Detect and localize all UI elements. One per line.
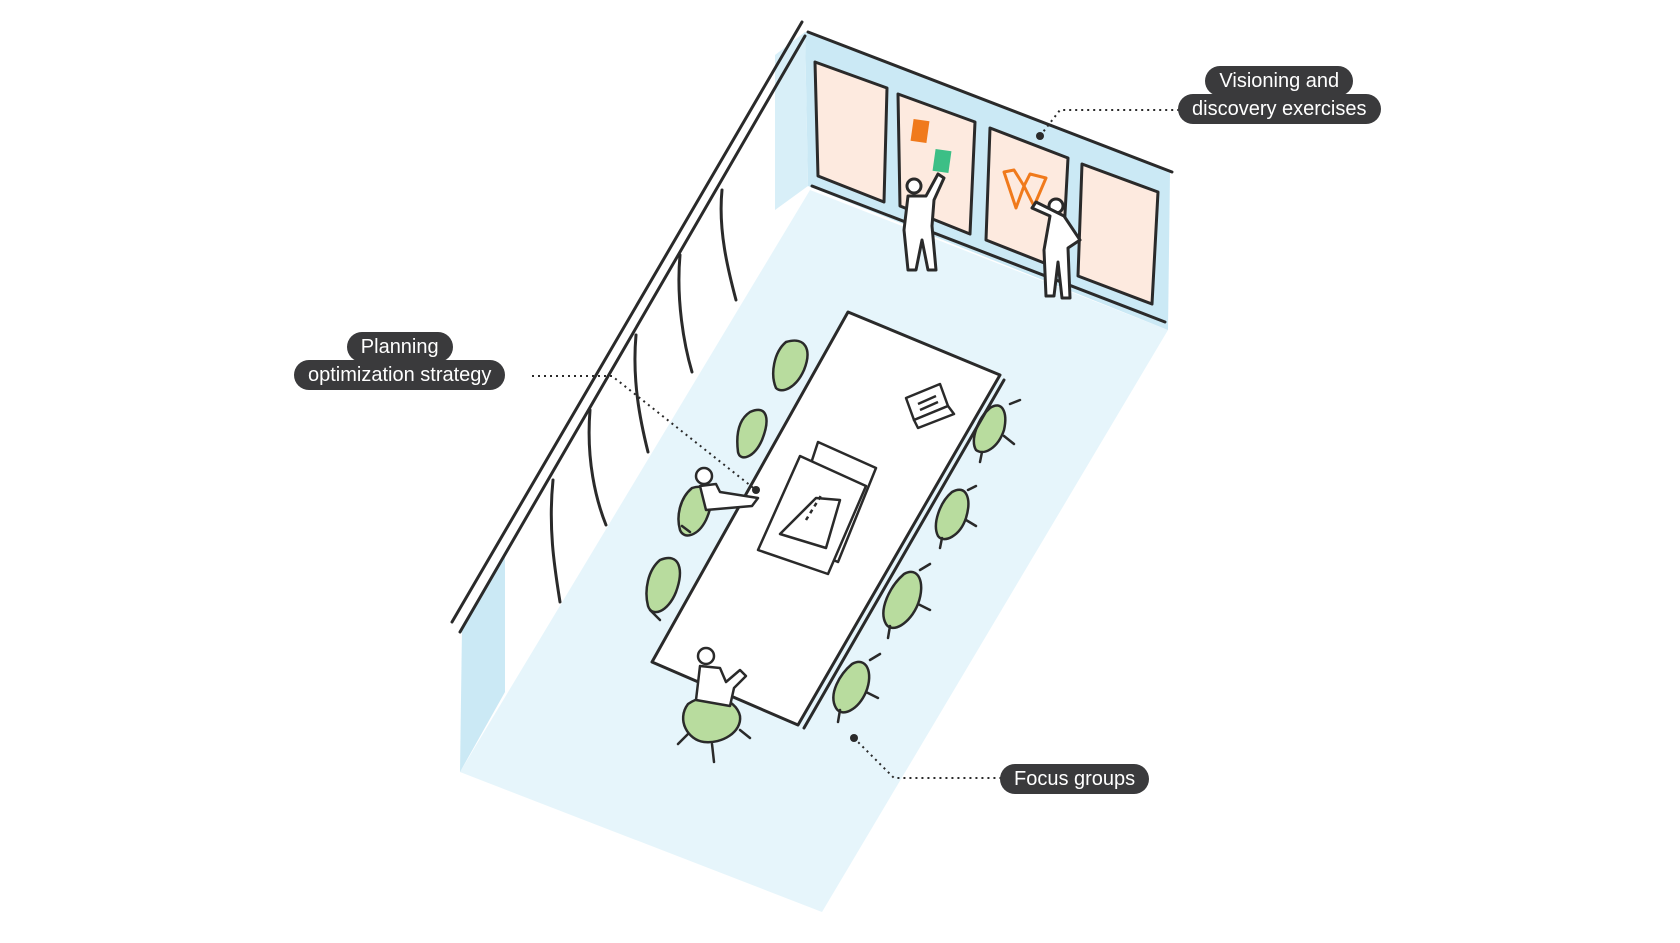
glass-wall <box>450 20 807 634</box>
board-sketch <box>1002 168 1048 210</box>
leader-dot-focus <box>850 734 858 742</box>
back-wall-edge <box>806 30 1174 174</box>
callout-planning: Planning optimization strategy <box>294 332 506 390</box>
chair <box>832 660 871 714</box>
callout-focus: Focus groups <box>1000 764 1150 794</box>
leader-planning <box>532 375 757 491</box>
documents <box>756 440 878 576</box>
chair <box>645 556 681 614</box>
callout-focus-line1: Focus groups <box>1000 764 1150 794</box>
left-wall <box>460 552 505 772</box>
person-at-board-2 <box>1030 197 1082 300</box>
sticky-note-green <box>932 148 952 174</box>
leader-dot-planning <box>752 486 760 494</box>
whiteboard-1 <box>813 60 889 204</box>
laptop-icon <box>904 382 956 430</box>
callout-planning-line2: optimization strategy <box>294 360 506 390</box>
chairs <box>645 339 809 744</box>
person-seated <box>694 646 748 708</box>
callout-planning-line1: Planning <box>346 332 453 362</box>
chairs-right <box>832 404 1007 714</box>
chair <box>772 339 809 392</box>
callout-visioning-line1: Visioning and <box>1205 66 1354 96</box>
callout-visioning-line2: discovery exercises <box>1178 94 1381 124</box>
person-at-board-1 <box>902 172 946 272</box>
chair <box>736 408 768 459</box>
leader-dot-visioning <box>1036 132 1044 140</box>
table-edge <box>802 378 1006 730</box>
chair <box>934 488 970 541</box>
callout-visioning: Visioning and discovery exercises <box>1178 66 1381 124</box>
leader-focus <box>853 737 1002 779</box>
sticky-note-orange <box>910 118 930 144</box>
person-pointing <box>694 466 760 512</box>
chair <box>882 570 923 630</box>
back-wall-floor-edge <box>810 184 1167 324</box>
chair-bases <box>648 398 1022 764</box>
leader-lines <box>532 109 1180 779</box>
